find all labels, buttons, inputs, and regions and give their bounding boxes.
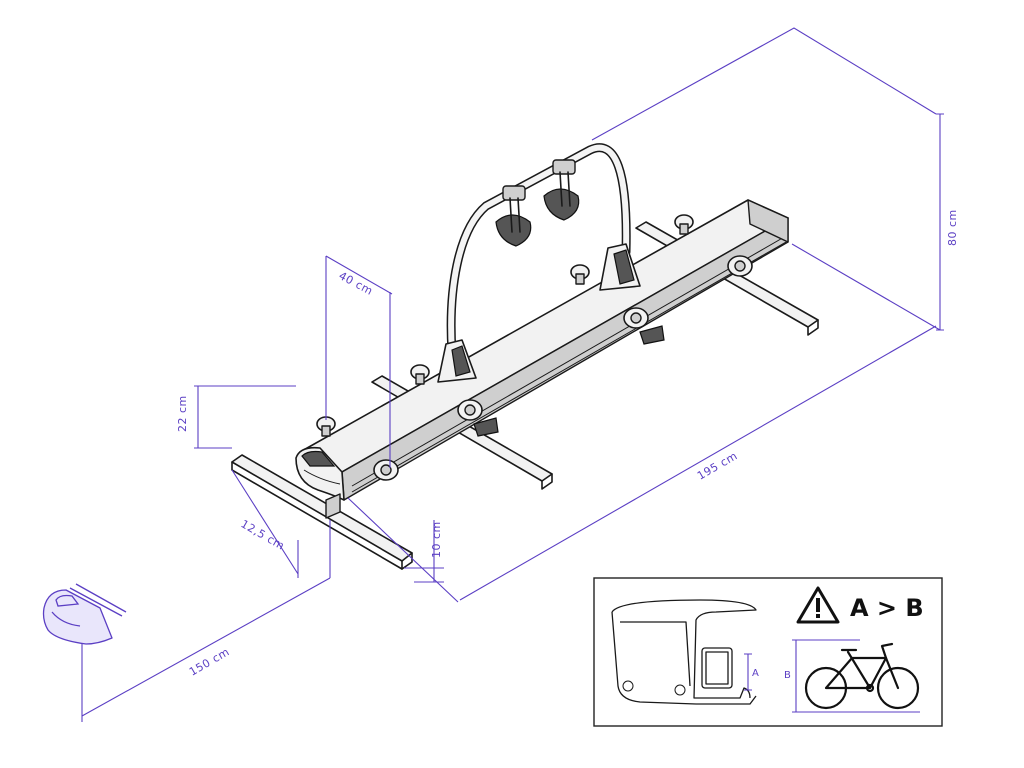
tow-coupling-icon [42,583,127,645]
car-rear-icon [611,599,757,705]
dim-22-label: 22 cm [176,395,189,432]
inset-label-b: B [784,670,791,681]
main-beam [299,199,789,501]
inset-condition: A > B [850,594,924,622]
bicycle-icon [804,642,920,710]
dimension-lines [81,27,944,722]
inset-label-a: A [752,668,759,679]
dim-12-5-label: 12,5 cm [239,517,287,552]
arch-mounts [437,243,641,383]
dim-195-label: 195 cm [695,449,740,482]
dim-150-label: 150 cm [187,645,232,678]
clamp-knobs [316,214,753,481]
warning-triangle-icon [796,586,840,624]
wheel-arch [446,143,631,357]
clearance-inset: A A > B B [593,577,943,727]
beam-end-cap [295,446,345,519]
dim-80-label: 80 cm [946,209,959,246]
frame-clamps [495,159,580,247]
dim-10-label: 10 cm [430,521,443,558]
